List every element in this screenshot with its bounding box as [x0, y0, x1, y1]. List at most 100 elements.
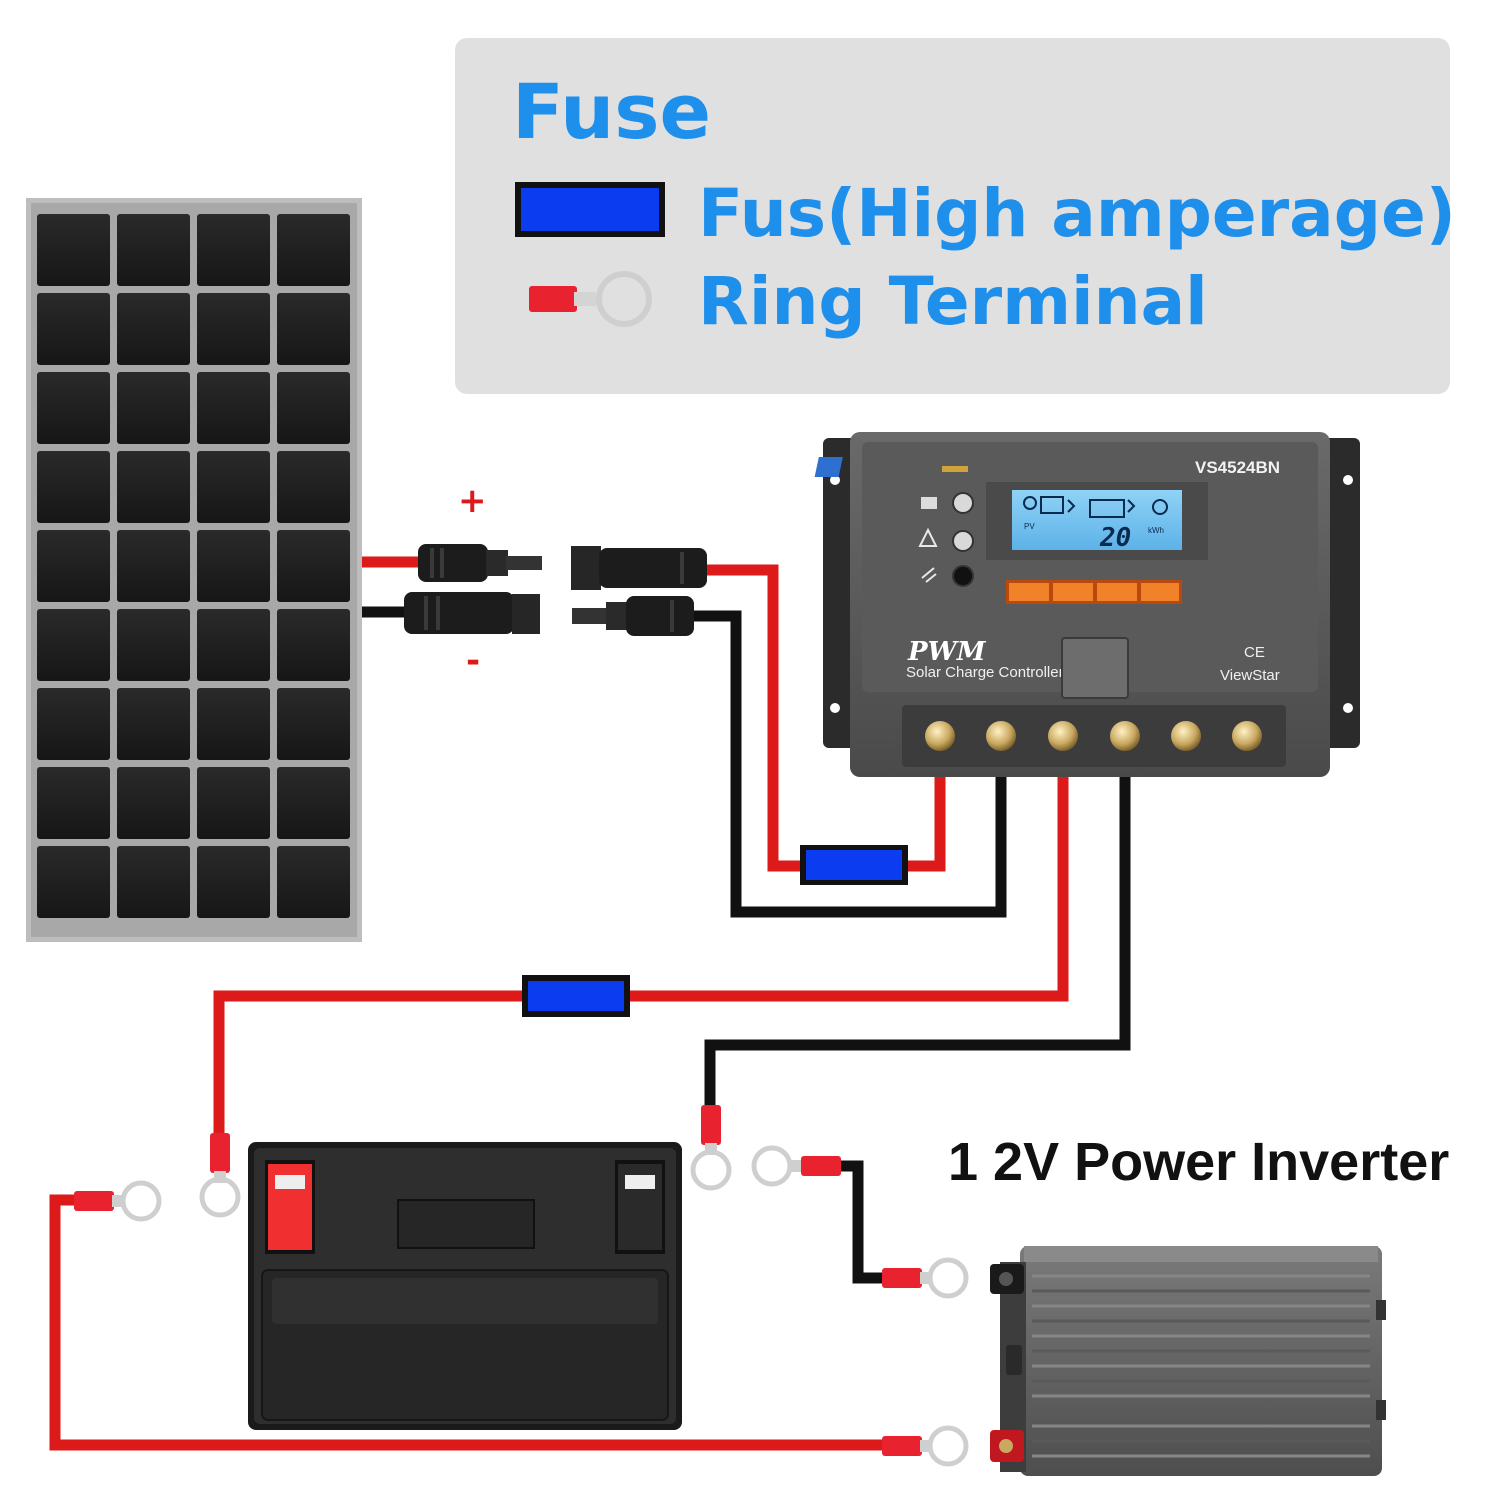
legend-fuse-symbol [515, 182, 665, 237]
solar-cell [37, 530, 110, 602]
solar-cell [117, 214, 190, 286]
solar-cell [277, 767, 350, 839]
terminal-screw-load-positive [1171, 721, 1201, 751]
inverter-positive-wire [49, 1194, 888, 1451]
charging-led [952, 492, 974, 514]
solar-cell [197, 372, 270, 444]
fuse-pv-line [800, 845, 908, 885]
controller-subtitle: Solar Charge Controller [906, 664, 1064, 681]
ring-terminal-battery-negative [690, 1105, 732, 1191]
solar-cell [197, 609, 270, 681]
inverter-negative-post [990, 1264, 1024, 1294]
controller-brand: ViewStar [1220, 667, 1280, 684]
battery-icon [1089, 499, 1125, 518]
solar-cell [197, 451, 270, 523]
solar-cell [117, 530, 190, 602]
positive-sign: + [458, 481, 487, 521]
ring-terminal-inverter-negative [882, 1257, 969, 1299]
solar-cell [197, 846, 270, 918]
button-enter[interactable] [1141, 583, 1179, 601]
status-indicators [918, 492, 974, 587]
solar-cell [277, 214, 350, 286]
solar-cell [117, 846, 190, 918]
solar-cell [197, 767, 270, 839]
legend-fuse-label: Fus(High amperage) [698, 175, 1456, 252]
solar-cell [277, 293, 350, 365]
solar-cell [117, 293, 190, 365]
power-inverter [990, 1246, 1386, 1476]
solar-cell [37, 451, 110, 523]
solar-panel [26, 198, 362, 942]
battery-label-window [397, 1199, 535, 1249]
solar-cell [117, 451, 190, 523]
solar-cell [197, 293, 270, 365]
controller-model: VS4524BN [1195, 458, 1280, 477]
arrow-right-icon [1127, 499, 1136, 513]
usb-cover [1061, 637, 1129, 699]
lcd-display: PV 20 kWh [986, 482, 1208, 560]
solar-cell [197, 688, 270, 760]
mc4-connector-positive-panel [418, 544, 542, 582]
solar-cell [37, 293, 110, 365]
battery-negative-wire [704, 775, 1131, 1110]
inverter-switch[interactable] [1006, 1345, 1022, 1375]
battery-positive-terminal [265, 1160, 315, 1254]
battery-positive-wire [213, 775, 1069, 1140]
inverter-positive-post [990, 1430, 1024, 1462]
button-up[interactable] [1053, 583, 1093, 601]
legend: Fuse Fus(High amperage) Ring Terminal [455, 38, 1456, 394]
solar-cell [277, 372, 350, 444]
battery [248, 1142, 682, 1430]
controller-type: PWM [907, 637, 987, 667]
solar-cell [37, 214, 110, 286]
inverter-negative-wire [838, 1160, 888, 1284]
ring-terminal-inverter-negative-battery-side [751, 1145, 841, 1187]
inverter-title: 1 2V Power Inverter [948, 1132, 1449, 1192]
mc4-connector-negative-controller [572, 596, 694, 636]
panel-icon [921, 497, 937, 509]
pv-panel-icon [1040, 496, 1064, 514]
brand-logo [814, 457, 968, 477]
lcd-source: PV [1024, 522, 1035, 531]
solar-cell [277, 451, 350, 523]
inverter-fins [1032, 1274, 1370, 1458]
solar-cell [117, 372, 190, 444]
solar-cells [37, 214, 350, 918]
solar-cell [37, 688, 110, 760]
battery-negative-terminal [615, 1160, 665, 1254]
pv-negative-wire [690, 610, 1007, 918]
mc4-connector-positive-controller [571, 546, 707, 590]
ring-terminal-inverter-positive-battery-side [74, 1180, 162, 1222]
ring-terminal-inverter-positive [882, 1425, 969, 1467]
solar-cell [117, 609, 190, 681]
controller-buttons [1006, 580, 1182, 604]
legend-title: Fuse [512, 67, 711, 156]
terminal-screw-pv-positive [925, 721, 955, 751]
terminal-screw-pv-negative [986, 721, 1016, 751]
solar-cell [37, 846, 110, 918]
legend-ring-terminal-label: Ring Terminal [698, 263, 1208, 340]
solar-cell [277, 609, 350, 681]
load-led [952, 565, 974, 587]
bulb-icon [1152, 499, 1168, 515]
solar-cell [277, 688, 350, 760]
controller-cert: CE [1244, 644, 1265, 661]
button-back[interactable] [1009, 583, 1049, 601]
legend-background [455, 38, 1450, 394]
solar-cell [37, 609, 110, 681]
pv-positive-wire [705, 564, 946, 872]
solar-cell [197, 214, 270, 286]
sun-icon [1023, 496, 1037, 510]
button-down[interactable] [1097, 583, 1137, 601]
fuse-battery-line [522, 975, 630, 1017]
charge-controller: VS4524BN PV 20 kWh [814, 432, 1360, 777]
wires [49, 556, 1131, 1451]
solar-cell [277, 846, 350, 918]
fault-led [952, 530, 974, 552]
warning-icon [918, 527, 938, 547]
lcd-value: 20 [1099, 523, 1131, 553]
solar-cell [117, 688, 190, 760]
solar-cell [37, 767, 110, 839]
terminal-screw-battery-positive [1048, 721, 1078, 751]
